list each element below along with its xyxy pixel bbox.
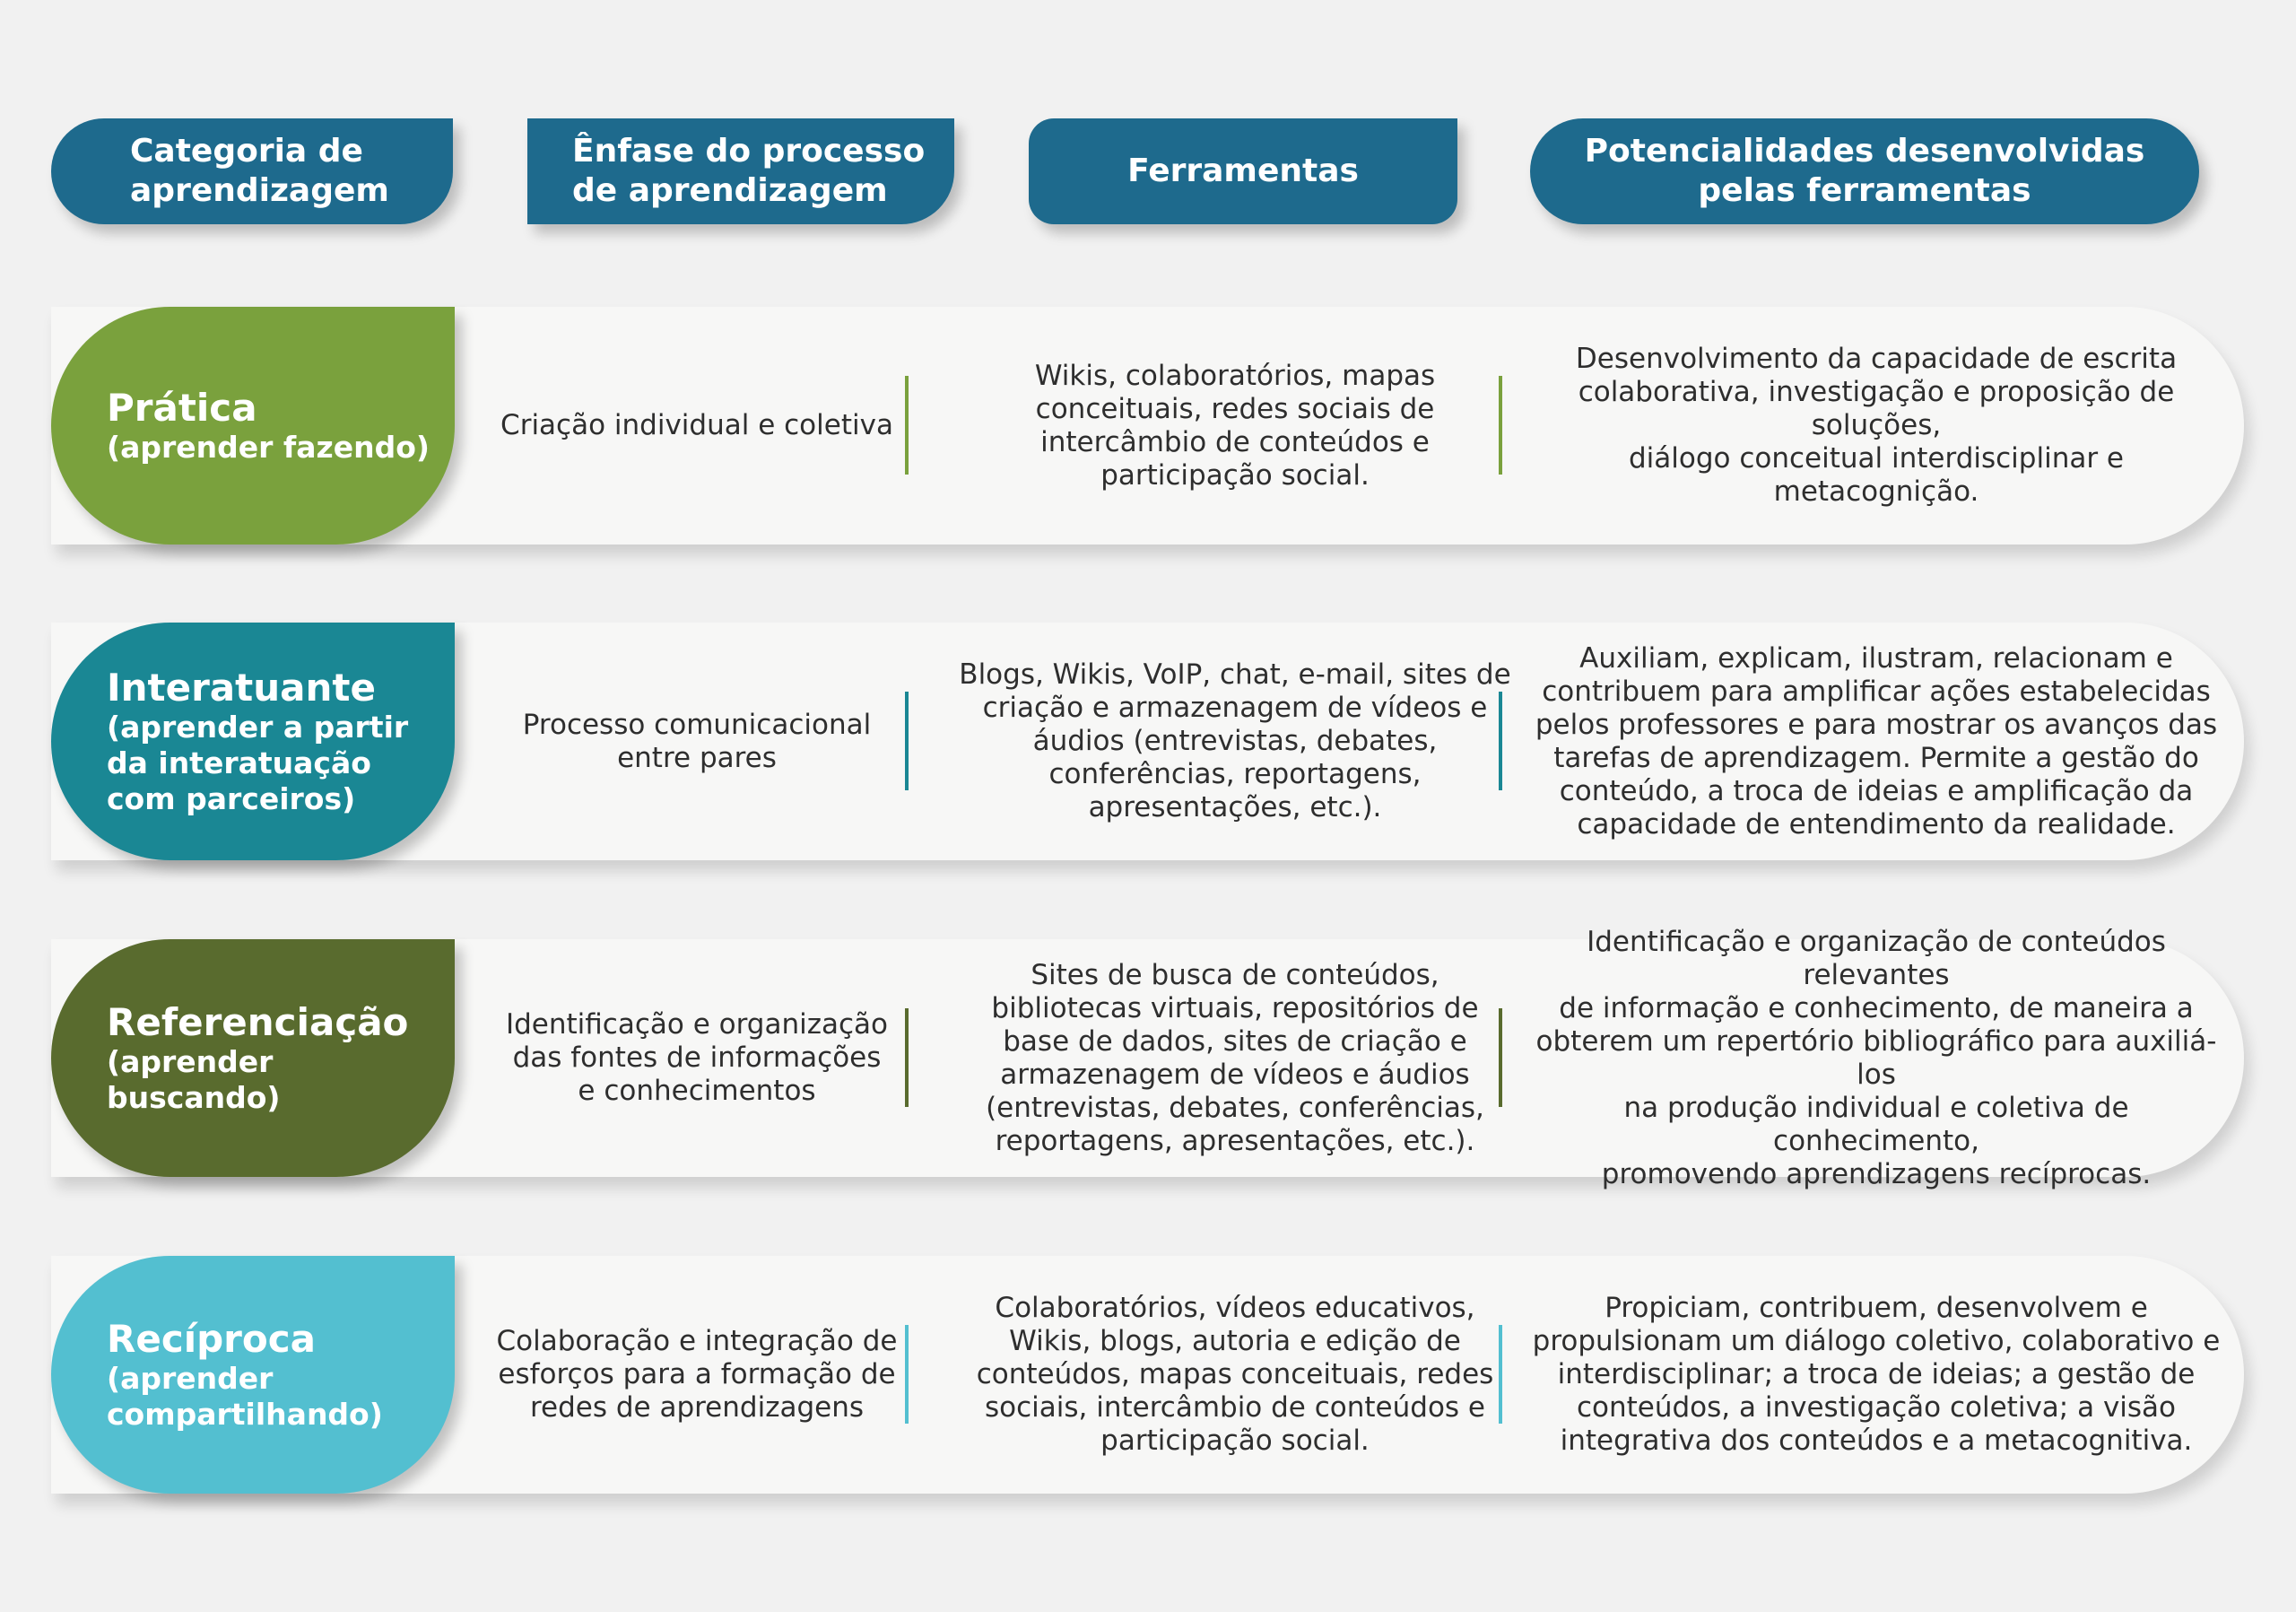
row-referenciacao: Referenciação (aprender buscando) Identi… <box>51 925 2244 1190</box>
row-interatuante: Interatuante (aprender a partir da inter… <box>51 623 2244 860</box>
potencialidades-cell: Auxiliam, explicam, ilustram, relacionam… <box>1535 641 2218 841</box>
category-title: Prática <box>107 385 257 430</box>
column-divider <box>905 376 909 475</box>
column-divider <box>1499 1008 1502 1107</box>
header-potencialidades: Potencialidades desenvolvidas pelas ferr… <box>1530 118 2199 224</box>
header-categoria-label: Categoria de aprendizagem <box>130 133 389 209</box>
ferramentas-cell: Sites de busca de conteúdos, bibliotecas… <box>986 958 1484 1157</box>
header-ferramentas: Ferramentas <box>1029 118 1457 224</box>
potencialidades-cell: Propiciam, contribuem, desenvolvem e pro… <box>1532 1292 2221 1457</box>
header-categoria: Categoria de aprendizagem <box>51 118 453 224</box>
row-pratica: Prática (aprender fazendo) Criação indiv… <box>51 307 2244 545</box>
column-divider <box>905 692 909 790</box>
enfase-cell: Identificação e organização das fontes d… <box>505 1008 889 1107</box>
category-title: Interatuante <box>107 665 376 710</box>
enfase-cell: Criação individual e coletiva <box>500 409 893 441</box>
enfase-cell: Processo comunicacional entre pares <box>522 708 872 774</box>
column-divider <box>905 1008 909 1107</box>
category-pratica: Prática (aprender fazendo) <box>51 307 455 545</box>
potencialidades-cell: Identificação e organização de conteúdos… <box>1535 925 2217 1190</box>
enfase-cell: Colaboração e integração de esforços par… <box>496 1325 898 1424</box>
category-title: Recíproca <box>107 1316 316 1361</box>
header-enfase-label: Ênfase do processo de aprendizagem <box>572 133 926 209</box>
ferramentas-cell: Blogs, Wikis, VoIP, chat, e-mail, sites … <box>959 658 1511 823</box>
header-potencialidades-label: Potencialidades desenvolvidas pelas ferr… <box>1584 133 2145 209</box>
potencialidades-cell: Desenvolvimento da capacidade de escrita… <box>1575 343 2178 508</box>
category-subtitle: (aprender buscando) <box>107 1043 281 1115</box>
column-divider <box>905 1325 909 1424</box>
header-enfase: Ênfase do processo de aprendizagem <box>527 118 954 224</box>
ferramentas-cell: Wikis, colaboratórios, mapas conceituais… <box>1034 359 1436 492</box>
category-reciproca: Recíproca (aprender compartilhando) <box>51 1256 455 1494</box>
category-subtitle: (aprender fazendo) <box>107 429 430 465</box>
category-subtitle: (aprender a partir da interatuação com p… <box>107 709 409 816</box>
header-ferramentas-label: Ferramentas <box>1127 152 1359 189</box>
row-reciproca: Recíproca (aprender compartilhando) Cola… <box>51 1256 2244 1494</box>
category-subtitle: (aprender compartilhando) <box>107 1360 383 1432</box>
category-interatuante: Interatuante (aprender a partir da inter… <box>51 623 455 860</box>
ferramentas-cell: Colaboratórios, vídeos educativos, Wikis… <box>976 1292 1494 1457</box>
column-divider <box>1499 1325 1502 1424</box>
category-referenciacao: Referenciação (aprender buscando) <box>51 939 455 1177</box>
column-divider <box>1499 376 1502 475</box>
category-title: Referenciação <box>107 999 409 1044</box>
column-divider <box>1499 692 1502 790</box>
